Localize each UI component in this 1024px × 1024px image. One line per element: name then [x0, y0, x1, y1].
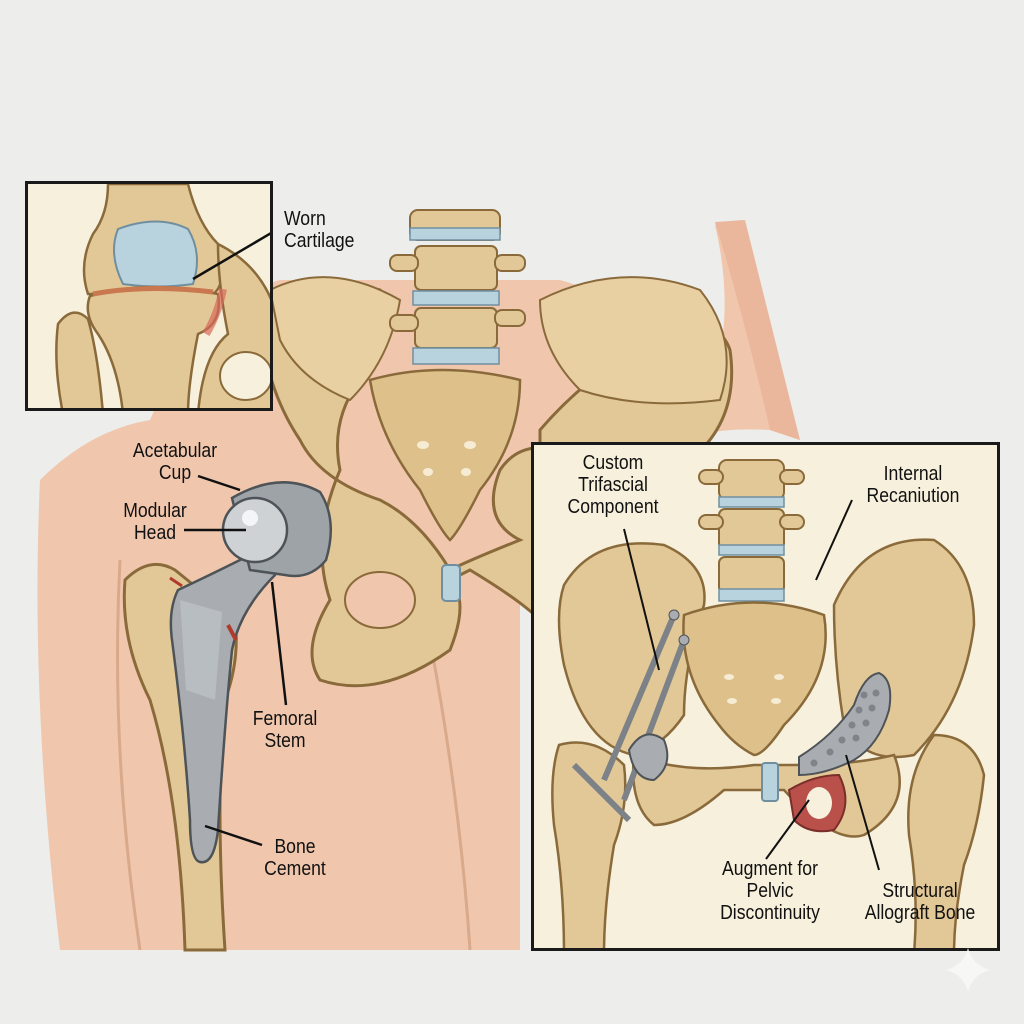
knee-joint-illustration: [55, 184, 270, 408]
label-structural-allograft-bone: Structural Allograft Bone: [864, 880, 976, 924]
label-modular-head: Modular Head: [123, 500, 187, 544]
revision-pelvis-illustration: [551, 459, 986, 948]
label-internal-recaniution: Internal Recaniution: [866, 463, 960, 507]
lumbar-spine: [389, 209, 526, 365]
pelvic-augment-implant: [798, 671, 892, 777]
label-femoral-stem: Femoral Stem: [252, 708, 318, 752]
sacrum: [368, 368, 522, 542]
knee-inset: [25, 181, 273, 411]
label-bone-cement: Bone Cement: [264, 836, 326, 880]
skin-edge: [715, 220, 800, 440]
trifascial-component-implant: [571, 609, 690, 823]
label-augment-pelvic-discontinuity: Augment for Pelvic Discontinuity: [720, 858, 820, 924]
label-custom-trifascial-component: Custom Trifascial Component: [567, 452, 659, 518]
worn-cartilage-region: [113, 220, 198, 288]
revision-inset: [531, 442, 1000, 951]
label-acetabular-cup: Acetabular Cup: [132, 440, 218, 484]
label-worn-cartilage: Worn Cartilage: [284, 208, 355, 252]
